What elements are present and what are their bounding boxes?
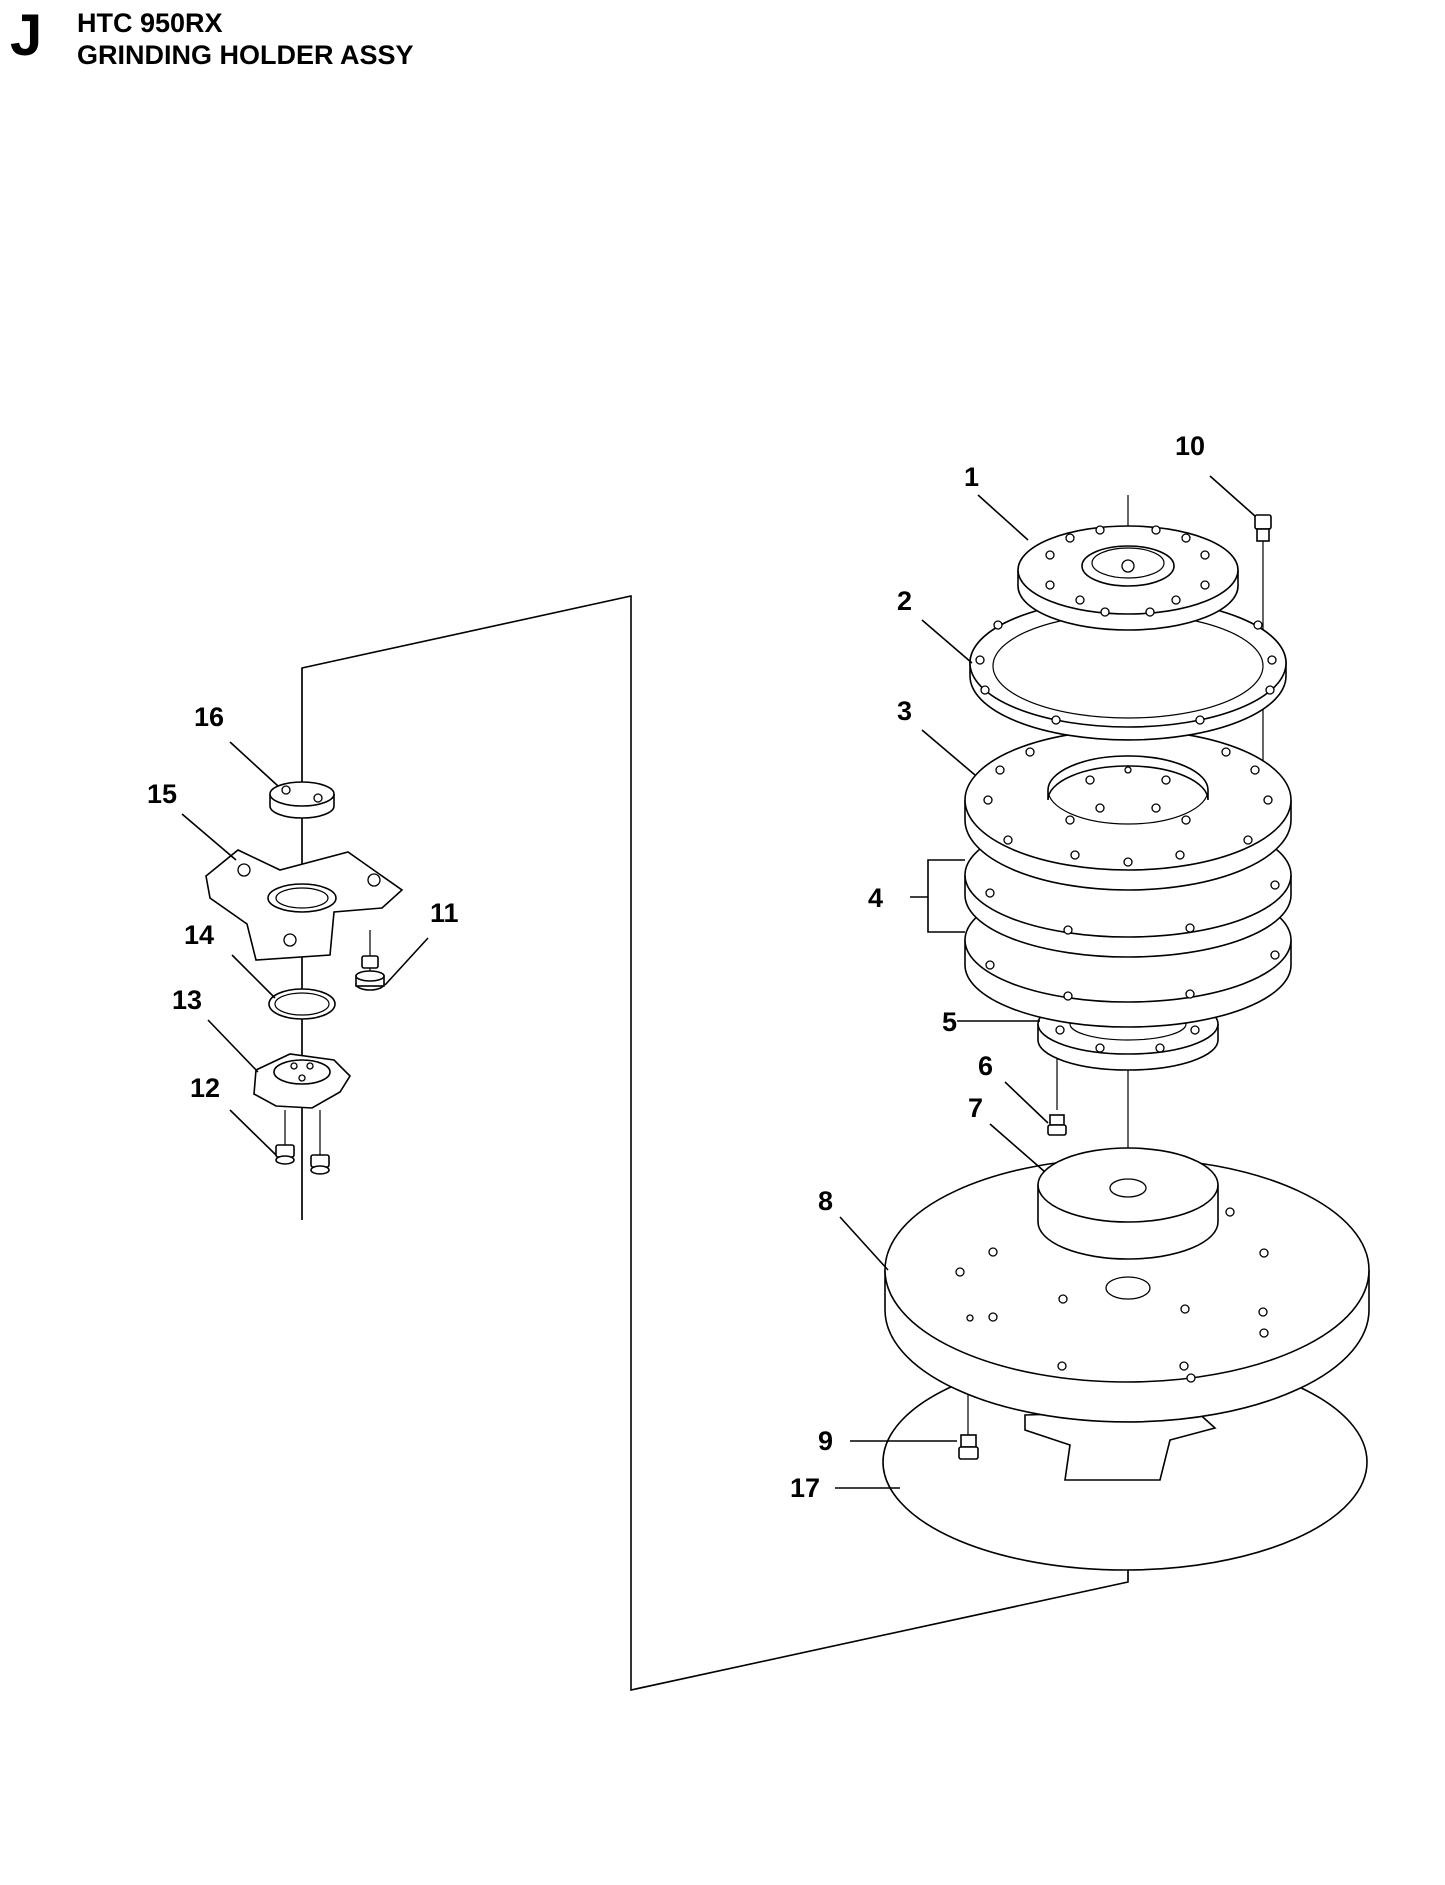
part-7-drawing	[1037, 1147, 1219, 1260]
part-15-drawing	[205, 849, 404, 961]
callout-10: 10	[1175, 431, 1205, 461]
header: J HTC 950RX GRINDING HOLDER ASSY	[0, 0, 600, 90]
callout-3: 3	[897, 696, 912, 726]
callout-8: 8	[818, 1186, 833, 1216]
callout-14: 14	[184, 920, 214, 950]
callout-17: 17	[790, 1473, 820, 1503]
callout-11: 11	[430, 898, 459, 928]
callout-13: 13	[172, 985, 202, 1015]
model-name: HTC 950RX	[77, 8, 223, 38]
callout-1: 1	[964, 462, 979, 492]
part-14-drawing	[268, 988, 336, 1020]
left-subassembly	[205, 668, 404, 1220]
part-3-drawing	[964, 729, 1292, 891]
section-letter: J	[10, 3, 43, 68]
callout-5: 5	[942, 1007, 957, 1037]
part-11-drawing	[355, 930, 385, 991]
callout-12: 12	[190, 1073, 220, 1103]
callout-15: 15	[147, 779, 177, 809]
part-1-drawing	[1017, 525, 1239, 631]
callout-labels: 1 2 3 4 5 6 7 8 9 10 11 12 13 14 15 16 1…	[147, 431, 1205, 1503]
part-16-drawing	[269, 781, 335, 819]
right-stack	[882, 495, 1370, 1580]
assembly-title: GRINDING HOLDER ASSY	[77, 40, 414, 70]
callout-4: 4	[868, 883, 883, 913]
part-13-drawing	[253, 1053, 352, 1109]
part-12-drawing	[275, 1110, 330, 1175]
callout-9: 9	[818, 1426, 833, 1456]
callout-6: 6	[978, 1051, 993, 1081]
part-10-drawing	[1254, 514, 1272, 542]
callout-16: 16	[194, 702, 224, 732]
callout-2: 2	[897, 586, 912, 616]
part-9-drawing	[958, 1395, 979, 1460]
callout-7: 7	[968, 1093, 983, 1123]
part-8-drawing	[884, 1157, 1370, 1423]
part-6-drawing	[1047, 1050, 1067, 1136]
leader-lines	[181, 475, 1256, 1489]
part-2-drawing	[969, 598, 1287, 741]
